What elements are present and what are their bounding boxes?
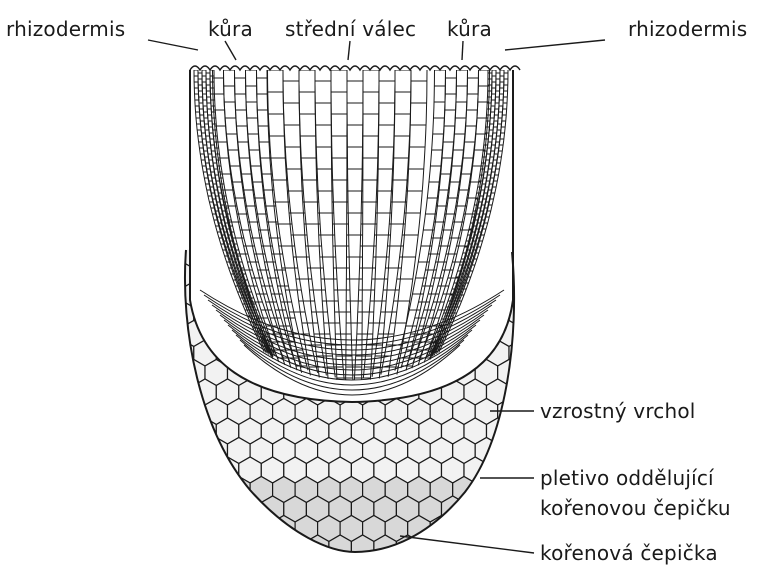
cap-cell (228, 555, 251, 567)
cap-cell (250, 516, 273, 542)
leader-rhizodermis-left (148, 40, 198, 50)
cap-cell (228, 516, 251, 542)
cap-cell (216, 496, 239, 522)
cap-cell (160, 321, 183, 347)
cap-cell (171, 496, 194, 522)
cap-cell (205, 516, 228, 542)
label-stredni-valec: střední válec (285, 17, 416, 41)
cap-cell (509, 496, 532, 522)
cap-cell (171, 379, 194, 405)
cap-cell (430, 516, 453, 542)
cap-cell (509, 457, 532, 483)
label-pletivo-line2: kořenovou čepičku (540, 496, 731, 520)
cap-cell (160, 438, 183, 464)
cap-cell (475, 555, 498, 567)
cap-cell (487, 457, 510, 483)
cap-cell (520, 243, 543, 269)
cap-cell (149, 535, 172, 561)
cap-cell (509, 379, 532, 405)
cap-cell (205, 555, 228, 567)
cap-cell (520, 360, 543, 386)
cap-cell (160, 555, 183, 567)
label-rhizodermis-right: rhizodermis (628, 17, 747, 41)
cap-cell (520, 438, 543, 464)
cap-cell (295, 555, 318, 567)
cap-cell (149, 301, 172, 327)
cap-cell (442, 535, 465, 561)
cap-cell (149, 379, 172, 405)
cap-cell (194, 535, 217, 561)
cap-cell (273, 555, 296, 567)
cap-cell (160, 360, 183, 386)
cap-cell (475, 477, 498, 503)
cap-cell (520, 321, 543, 347)
cap-cell (442, 496, 465, 522)
cap-cell (149, 262, 172, 288)
cap-cell (149, 457, 172, 483)
cap-cell (318, 555, 341, 567)
cap-cell (363, 555, 386, 567)
cap-cell (385, 555, 408, 567)
cap-cell (498, 438, 521, 464)
leader-kura-left (225, 41, 236, 60)
cap-cell (160, 516, 183, 542)
root-body-region (186, 66, 516, 406)
cut-surface-outline (190, 66, 520, 70)
cap-cell (183, 477, 206, 503)
cap-cell (171, 457, 194, 483)
cap-cell (464, 535, 487, 561)
cap-cell (453, 555, 476, 567)
cap-cell (160, 477, 183, 503)
cap-cell (171, 535, 194, 561)
cap-cell (171, 418, 194, 444)
leader-kura-right (462, 41, 463, 60)
cap-cell (149, 418, 172, 444)
cap-cell (228, 477, 251, 503)
cap-cell (261, 535, 284, 561)
cap-cell (250, 555, 273, 567)
label-kura-left: kůra (208, 17, 253, 41)
cap-cell (475, 516, 498, 542)
cap-cell (216, 535, 239, 561)
cap-cell (194, 496, 217, 522)
label-pletivo-line1: pletivo oddělující (540, 466, 714, 490)
label-vzrostny-vrchol: vzrostný vrchol (540, 399, 696, 423)
leader-rhizodermis-right (505, 40, 605, 50)
cap-cell (183, 555, 206, 567)
cap-cell (498, 516, 521, 542)
cap-cell (498, 555, 521, 567)
cap-cell (509, 535, 532, 561)
cap-cell (160, 282, 183, 308)
cap-cell (160, 243, 183, 269)
cap-cell (464, 496, 487, 522)
leader-korenova-cepicka (400, 536, 534, 553)
cap-cell (149, 223, 172, 249)
cap-cell (509, 418, 532, 444)
cap-cell (408, 555, 431, 567)
cap-cell (284, 535, 307, 561)
cap-cell (520, 282, 543, 308)
cap-cell (160, 399, 183, 425)
cap-cell (149, 496, 172, 522)
cap-cell (194, 418, 217, 444)
cap-cell (149, 340, 172, 366)
label-korenova-cepicka: kořenová čepička (540, 541, 718, 565)
cap-cell (183, 438, 206, 464)
cap-cell (183, 516, 206, 542)
leader-stredni-valec (348, 41, 350, 60)
cap-cell (183, 399, 206, 425)
cap-cell (340, 555, 363, 567)
cap-cell (430, 555, 453, 567)
cap-cell (453, 516, 476, 542)
label-kura-right: kůra (447, 17, 492, 41)
cap-cell (194, 457, 217, 483)
cap-cell (487, 496, 510, 522)
cap-cell (205, 477, 228, 503)
label-rhizodermis-left: rhizodermis (6, 17, 125, 41)
cap-cell (498, 477, 521, 503)
cap-cell (239, 535, 261, 561)
cap-cell (351, 535, 374, 561)
